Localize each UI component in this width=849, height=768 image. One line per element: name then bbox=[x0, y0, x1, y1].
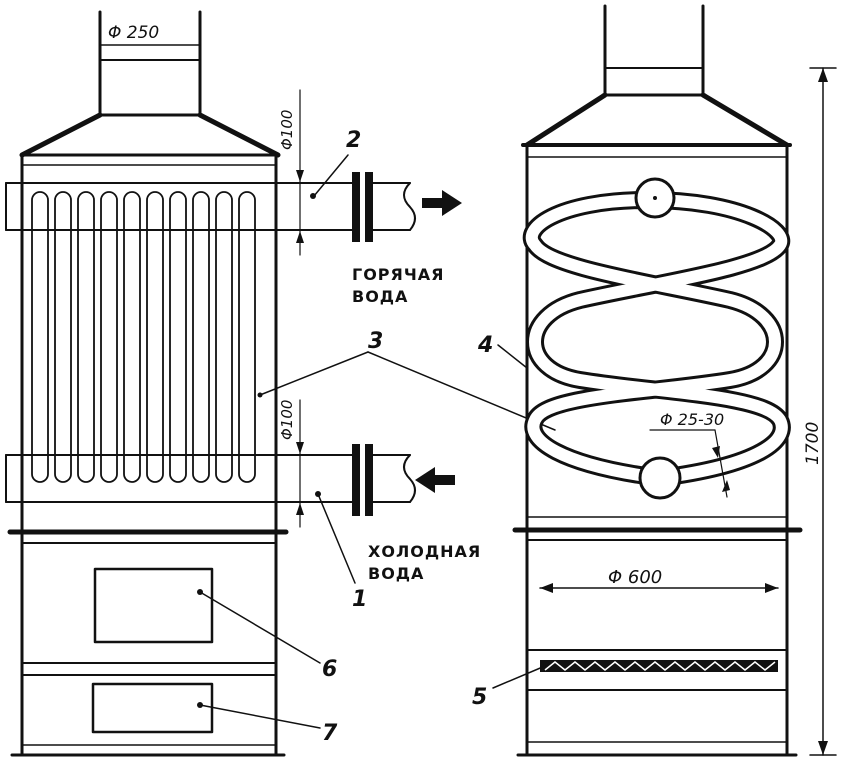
chimney-diameter-dimension: Φ 250 bbox=[99, 23, 201, 46]
cold-water-caption-line2: ВОДА bbox=[368, 564, 424, 583]
cold-water-arrow bbox=[415, 467, 455, 493]
left-top-manifold bbox=[5, 182, 356, 231]
coil-tube-dimension: Φ 25-30 bbox=[649, 410, 730, 498]
hot-water-caption-line2: ВОДА bbox=[352, 287, 408, 306]
outlet-pipe-dimension: Φ100 bbox=[278, 89, 304, 256]
callout-5: 5 bbox=[472, 685, 487, 710]
right-callout-leaders bbox=[492, 344, 546, 689]
coil-tube-diameter-label: Φ 25-30 bbox=[660, 410, 724, 429]
outlet-pipe-diameter-label: Φ100 bbox=[278, 110, 296, 150]
hot-water-arrow bbox=[422, 190, 462, 216]
vertical-tubes bbox=[31, 191, 256, 483]
inlet-pipe-diameter-label: Φ100 bbox=[278, 400, 296, 440]
left-bottom-manifold bbox=[5, 454, 356, 503]
serpentine-coil bbox=[522, 191, 791, 487]
firebox-door bbox=[93, 567, 214, 644]
left-chimney bbox=[96, 10, 204, 117]
grate bbox=[540, 660, 778, 672]
body-diameter-dimension: Φ 600 bbox=[539, 567, 779, 593]
left-hood bbox=[19, 112, 281, 158]
left-view: Φ 250 bbox=[5, 10, 556, 757]
callout-7: 7 bbox=[322, 721, 338, 746]
left-callout-leaders bbox=[199, 154, 556, 729]
callout-2: 2 bbox=[346, 128, 361, 153]
hot-water-caption-line1: ГОРЯЧАЯ bbox=[352, 265, 444, 284]
right-view: Φ 600 Φ 25-30 1700 4 5 bbox=[472, 4, 837, 757]
bottom-header-pipe bbox=[638, 456, 682, 500]
right-hood bbox=[524, 92, 790, 148]
body-diameter-label: Φ 600 bbox=[608, 567, 662, 588]
inlet-pipe-dimension: Φ100 bbox=[278, 399, 304, 528]
cold-water-caption-line1: ХОЛОДНАЯ bbox=[368, 542, 481, 561]
callout-3: 3 bbox=[368, 329, 383, 354]
chimney-diameter-label: Φ 250 bbox=[108, 23, 159, 43]
callout-6: 6 bbox=[322, 657, 337, 682]
callout-1: 1 bbox=[352, 587, 367, 612]
hot-water-outlet-pipe bbox=[310, 172, 416, 242]
height-dimension: 1700 bbox=[803, 67, 837, 756]
height-label: 1700 bbox=[803, 422, 823, 465]
ash-door bbox=[91, 682, 214, 734]
callout-4: 4 bbox=[477, 333, 493, 358]
right-chimney bbox=[601, 4, 707, 97]
